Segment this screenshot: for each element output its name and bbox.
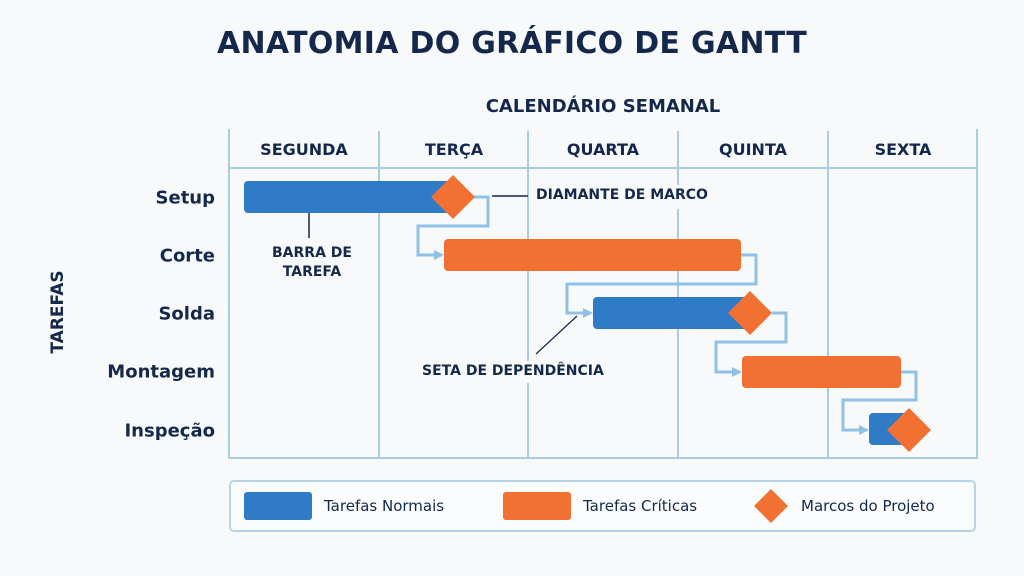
task-label-setup: Setup	[155, 187, 215, 209]
day-header-friday: SEXTA	[874, 140, 932, 159]
task-bar-montagem	[742, 356, 901, 388]
dependency-arrow-solda-montagem	[714, 311, 788, 377]
legend-swatch-normal	[244, 492, 312, 520]
calendar-subtitle: CALENDÁRIO SEMANAL	[485, 96, 721, 117]
legend-item-milestone: Marcos do Projeto	[753, 482, 935, 530]
annotation-dependency: SETA DE DEPENDÊNCIA	[422, 362, 604, 381]
dependency-arrows	[416, 195, 918, 435]
page-title: ANATOMIA DO GRÁFICO DE GANTT	[216, 26, 808, 61]
task-label-montagem: Montagem	[107, 361, 215, 383]
milestone-diamond-setup	[431, 175, 475, 219]
task-label-corte: Corte	[159, 245, 215, 267]
dependency-arrow-montagem-inspecao	[841, 370, 918, 435]
milestone-diamond-inspecao	[887, 408, 931, 452]
task-bar-setup	[244, 181, 456, 213]
task-label-inspecao: Inspeção	[124, 420, 215, 442]
legend-item-critical: Tarefas Críticas	[503, 482, 697, 530]
milestone-diamond-solda	[728, 291, 772, 335]
annotation-task-bar-line2: TAREFA	[282, 264, 342, 280]
task-label-solda: Solda	[158, 303, 215, 325]
task-bar-solda	[593, 297, 751, 329]
grid-frame	[228, 129, 978, 459]
dependency-arrow-corte-solda	[565, 253, 758, 318]
task-bar-corte	[444, 239, 741, 271]
legend-label-milestone: Marcos do Projeto	[801, 497, 935, 515]
annotation-task-bar: BARRA DE TAREFA	[259, 244, 365, 282]
dependency-pointer-line	[535, 315, 578, 355]
diamond-icon	[754, 489, 788, 523]
day-header-tuesday: TERÇA	[424, 140, 484, 159]
annotation-task-bar-line1: BARRA DE	[272, 245, 352, 261]
day-header-monday: SEGUNDA	[260, 140, 348, 159]
grid	[228, 129, 978, 459]
annotation-milestone: DIAMANTE DE MARCO	[536, 186, 708, 205]
legend-swatch-critical	[503, 492, 571, 520]
dependency-arrow-setup-corte	[416, 195, 490, 260]
day-header-thursday: QUINTA	[719, 140, 787, 159]
day-header-wednesday: QUARTA	[566, 140, 640, 159]
legend: Tarefas Normais Tarefas Críticas Marcos …	[229, 480, 976, 532]
legend-item-normal: Tarefas Normais	[244, 482, 444, 530]
legend-label-critical: Tarefas Críticas	[583, 497, 698, 515]
legend-label-normal: Tarefas Normais	[324, 497, 445, 515]
